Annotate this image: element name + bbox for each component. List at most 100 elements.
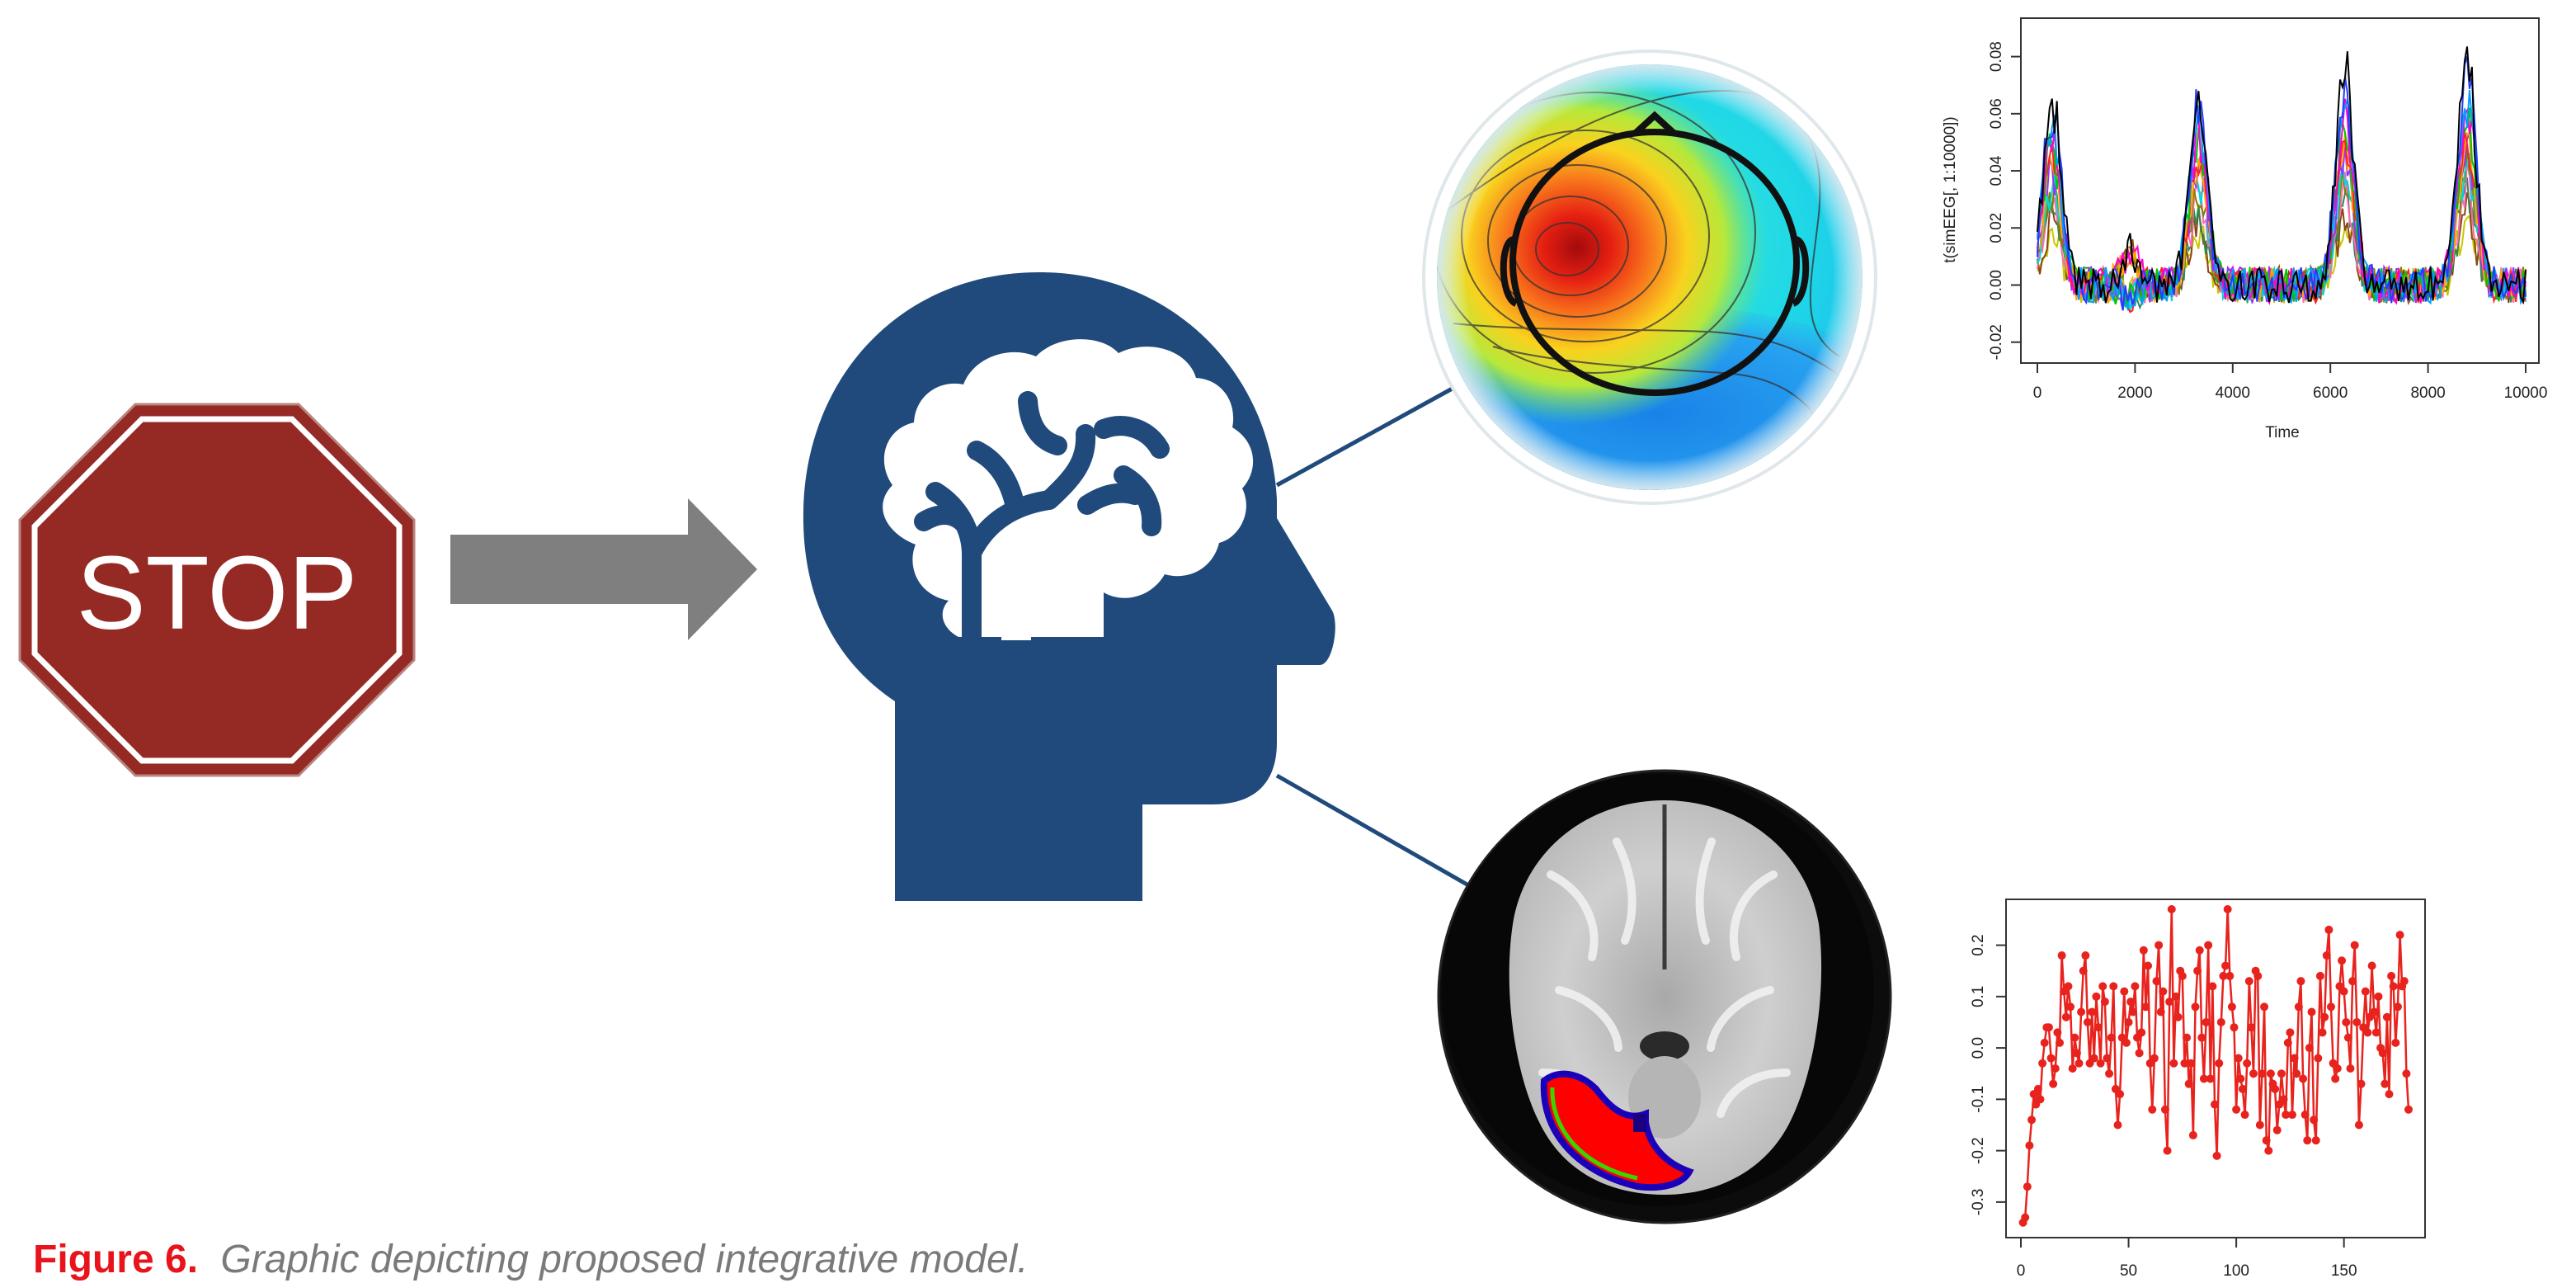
- red-data-point: [2167, 905, 2176, 913]
- red-data-point: [2088, 1007, 2097, 1016]
- red-data-point: [2100, 998, 2109, 1007]
- red-data-point: [2068, 1064, 2077, 1073]
- red-data-point: [2197, 1033, 2206, 1042]
- stop-sign: STOP: [18, 403, 416, 777]
- red-data-point: [2216, 1017, 2225, 1026]
- red-data-point: [2165, 998, 2174, 1007]
- red-data-point: [2247, 1023, 2256, 1032]
- red-data-point: [2346, 1064, 2355, 1073]
- red-data-point: [2126, 998, 2136, 1007]
- red-data-point: [2348, 977, 2357, 986]
- red-data-point: [2033, 1084, 2042, 1093]
- red-data-point: [2370, 1007, 2379, 1016]
- eeg-x-tick-label: 2000: [2117, 384, 2152, 402]
- red-data-point: [2079, 966, 2088, 975]
- eeg-x-axis-label: Time: [2265, 424, 2300, 441]
- eeg-x-tick-label: 8000: [2410, 384, 2445, 402]
- brain-head-icon: [803, 272, 1335, 901]
- red-y-tick-label: 0.2: [1970, 934, 1987, 955]
- red-x-tick-label: 150: [2331, 1262, 2357, 1280]
- red-data-point: [2074, 1059, 2084, 1068]
- red-data-point: [2244, 977, 2253, 986]
- eeg-y-tick-label: 0.02: [1988, 213, 2005, 243]
- red-data-point: [2064, 982, 2073, 991]
- connector-line-lower: [1275, 773, 1472, 889]
- red-data-point: [2339, 987, 2348, 996]
- red-data-point: [2327, 1002, 2335, 1012]
- red-data-point: [2180, 1059, 2189, 1068]
- red-data-point: [2249, 1069, 2258, 1078]
- eeg-series-line: [2037, 46, 2527, 305]
- red-data-point: [2271, 1084, 2280, 1093]
- red-data-point: [2258, 1069, 2267, 1078]
- brain-icon: [883, 339, 1254, 649]
- red-data-point: [2215, 1059, 2224, 1068]
- red-data-point: [2286, 1028, 2295, 1037]
- red-data-point: [2357, 1079, 2366, 1088]
- stop-sign-text: STOP: [77, 535, 358, 651]
- eeg-x-tick-label: 4000: [2216, 384, 2250, 402]
- red-data-point: [2204, 941, 2213, 950]
- red-data-point: [2352, 1017, 2362, 1026]
- red-data-point: [2169, 1059, 2178, 1068]
- eeg-x-tick-label: 10000: [2504, 384, 2548, 402]
- red-data-point: [2395, 931, 2404, 940]
- red-data-point: [2155, 941, 2164, 950]
- red-data-point: [2225, 971, 2235, 980]
- red-data-point: [2283, 1038, 2292, 1047]
- red-data-point: [2049, 1079, 2058, 1088]
- red-x-tick-label: 0: [2017, 1262, 2026, 1280]
- red-data-point: [2184, 1079, 2193, 1088]
- red-data-point: [2070, 1033, 2079, 1042]
- eeg-y-tick-label: 0.00: [1988, 270, 2005, 300]
- stop-sign-border: [31, 416, 403, 764]
- eeg-y-axis-label: t(simEEG[, 1:10000]): [1942, 116, 1959, 262]
- red-data-point: [2382, 1012, 2391, 1021]
- eeg-x-tick-label: 6000: [2313, 384, 2348, 402]
- red-data-point: [2072, 1049, 2081, 1058]
- red-data-point: [2212, 1151, 2221, 1160]
- red-data-point: [2178, 971, 2187, 980]
- red-data-point: [2272, 1125, 2282, 1134]
- red-data-point: [2096, 1059, 2105, 1068]
- eeg-topographic-map: [1422, 50, 1877, 505]
- red-data-point: [2277, 1069, 2286, 1078]
- red-data-point: [2389, 982, 2398, 991]
- red-data-point: [2057, 951, 2066, 960]
- red-data-point: [2393, 1002, 2402, 1012]
- red-data-point: [2211, 1100, 2219, 1109]
- red-data-point: [2338, 956, 2347, 965]
- red-data-point: [2122, 1038, 2131, 1047]
- red-data-point: [2098, 982, 2107, 991]
- red-data-point: [2279, 1095, 2288, 1104]
- red-data-point: [2103, 1054, 2112, 1063]
- red-data-point: [2092, 992, 2101, 1001]
- red-y-tick-label: -0.3: [1970, 1188, 1987, 1215]
- red-data-point: [2322, 951, 2331, 960]
- head-outline-icon: [1500, 111, 1810, 396]
- red-data-point: [2061, 1012, 2070, 1021]
- red-data-point: [2391, 1038, 2400, 1047]
- red-data-point: [2234, 1054, 2243, 1063]
- red-data-point: [2264, 1146, 2273, 1155]
- red-y-tick-label: -0.1: [1970, 1086, 1987, 1113]
- red-data-point: [2374, 992, 2383, 1001]
- red-data-point: [2163, 1146, 2172, 1155]
- red-data-point: [2023, 1182, 2032, 1191]
- red-data-point: [2371, 1028, 2381, 1037]
- red-data-point: [2094, 1023, 2103, 1032]
- red-data-point: [2236, 1074, 2245, 1083]
- red-data-point: [2381, 1079, 2390, 1088]
- red-data-point: [2144, 961, 2153, 970]
- figure-caption-number: Figure 6.: [33, 1238, 198, 1281]
- eeg-y-tick-label: -0.02: [1988, 324, 2005, 360]
- red-data-point: [2156, 1007, 2165, 1016]
- red-data-point: [2191, 1002, 2200, 1012]
- red-data-point: [2107, 1033, 2116, 1042]
- mri-activation-region: [1540, 1070, 1694, 1191]
- red-data-point: [2188, 1130, 2197, 1139]
- red-data-point: [2303, 1136, 2312, 1145]
- red-data-point: [2113, 1120, 2122, 1130]
- connector-line-upper: [1275, 384, 1458, 488]
